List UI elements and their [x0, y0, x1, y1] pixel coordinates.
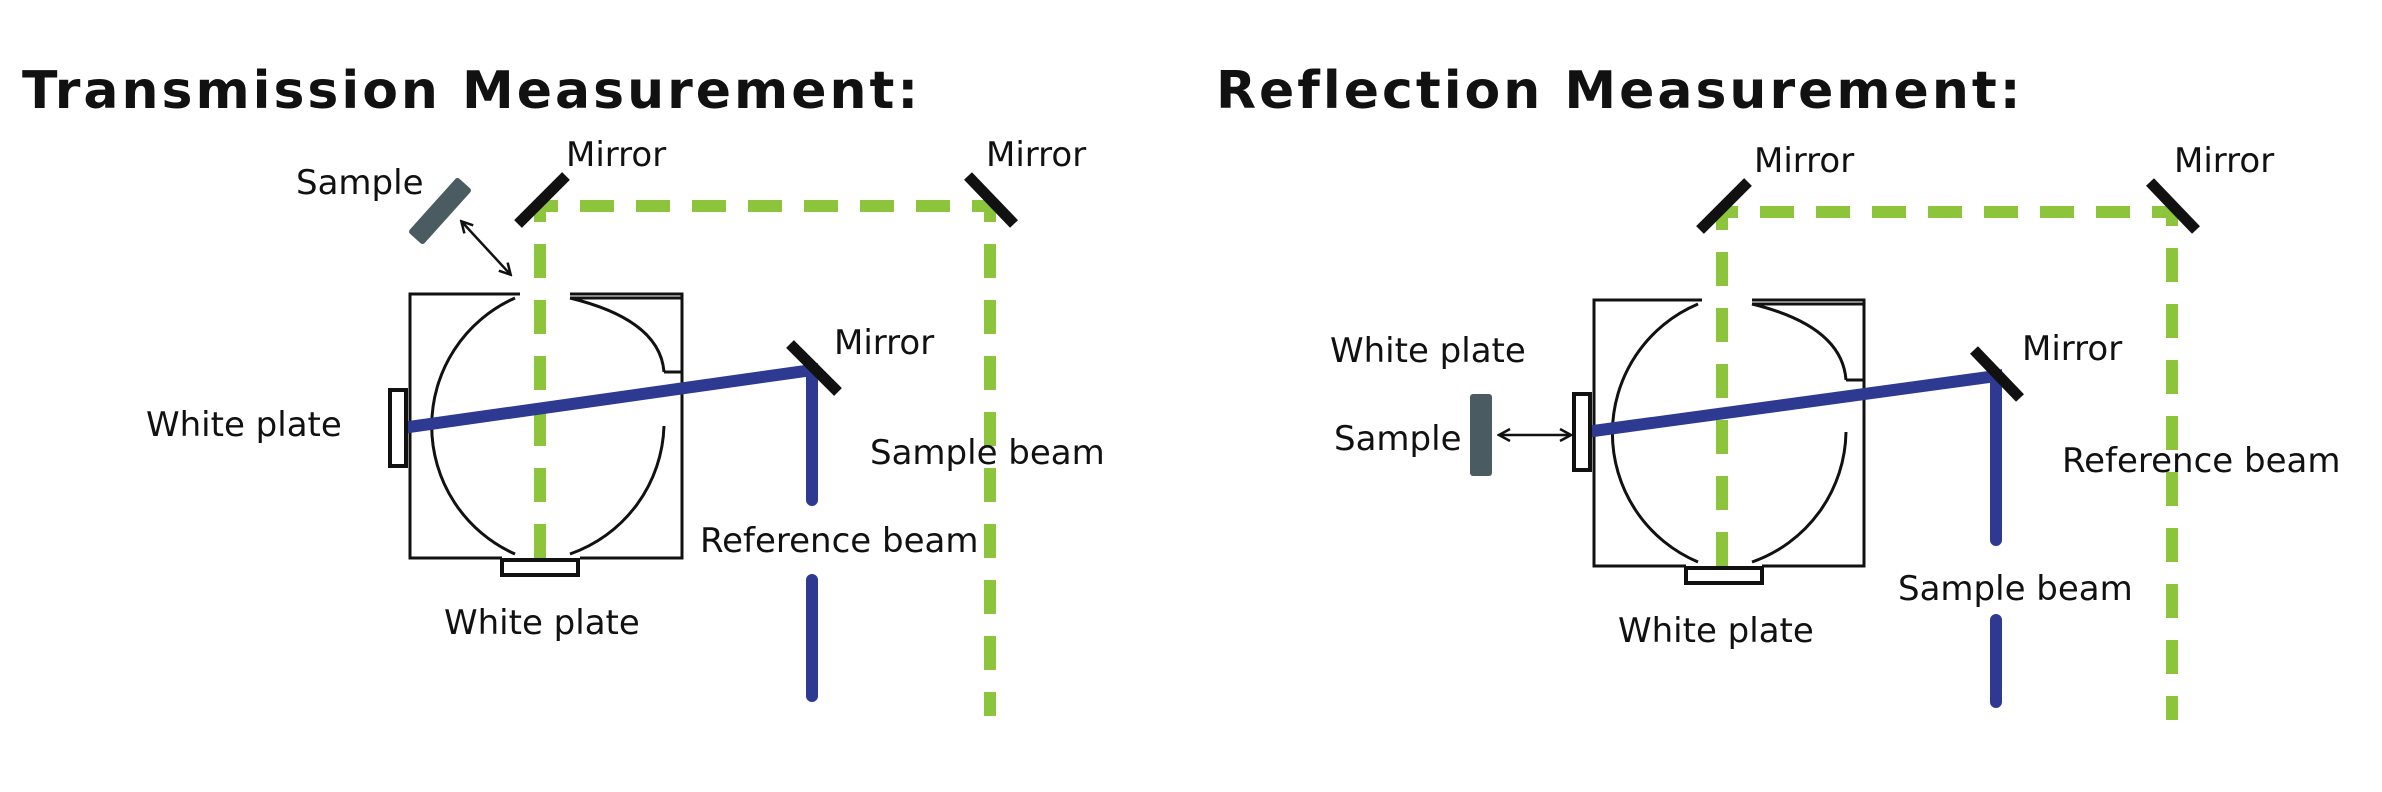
reflection-integrating-sphere: [1592, 298, 1866, 568]
transmission-label-white-plate-left: White plate: [146, 405, 342, 445]
transmission-sample-beam-path: [534, 200, 996, 716]
transmission-panel: Transmission Measurement: Sample: [22, 61, 1105, 716]
reflection-panel: Reflection Measurement: Mirror: [1216, 61, 2340, 720]
reflection-mirror-right: [1970, 346, 2024, 402]
reflection-label-mirror-top-right: Mirror: [2174, 141, 2274, 181]
transmission-label-mirror-right: Mirror: [834, 323, 934, 363]
transmission-sample: [409, 178, 471, 244]
reflection-label-mirror-top-left: Mirror: [1754, 141, 1854, 181]
transmission-mirror-top-left: [514, 172, 570, 228]
transmission-mirror-top-right: [964, 172, 1018, 228]
reflection-label-reference-beam: Reference beam: [2062, 441, 2340, 481]
transmission-label-mirror-top-left: Mirror: [566, 135, 666, 175]
transmission-mirror-right: [786, 340, 842, 396]
reflection-mirror-top-left: [1696, 178, 1752, 234]
transmission-white-plate-bottom: [500, 558, 580, 577]
reflection-label-mirror-right: Mirror: [2022, 329, 2122, 369]
reflection-sample-beam-path: [1580, 369, 2002, 708]
reflection-mirror-top-right: [2146, 178, 2200, 234]
transmission-title: Transmission Measurement:: [22, 61, 921, 121]
reflection-label-white-plate-left: White plate: [1330, 331, 1526, 371]
transmission-label-sample-beam: Sample beam: [870, 433, 1105, 473]
transmission-label-sample: Sample: [296, 163, 423, 203]
reflection-sample: [1470, 394, 1492, 476]
transmission-label-mirror-top-right: Mirror: [986, 135, 1086, 175]
reflection-white-plate-bottom: [1684, 566, 1764, 585]
reflection-title: Reflection Measurement:: [1216, 61, 2024, 121]
reflection-white-plate-left: [1572, 392, 1592, 472]
transmission-sample-arrow: [462, 222, 510, 274]
reflection-label-sample: Sample: [1334, 419, 1461, 459]
reflection-label-sample-beam: Sample beam: [1898, 569, 2133, 609]
transmission-label-white-plate-bottom: White plate: [444, 603, 640, 643]
transmission-white-plate-left: [388, 388, 408, 468]
reflection-label-white-plate-bottom: White plate: [1618, 611, 1814, 651]
reflection-reference-beam-path: [1716, 206, 2178, 720]
transmission-label-reference-beam: Reference beam: [700, 521, 978, 561]
